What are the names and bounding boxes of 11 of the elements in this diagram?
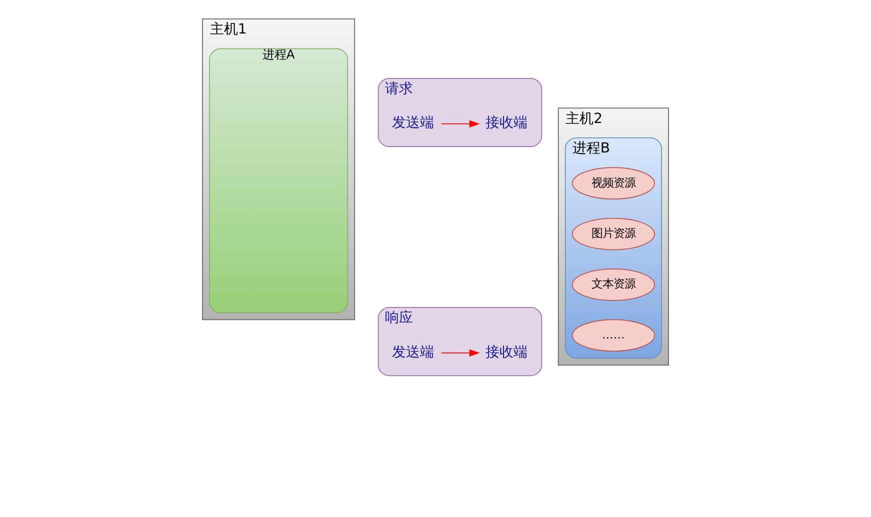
node-ellipse: 图片资源 xyxy=(572,218,655,250)
node-ellipse: 视频资源 xyxy=(572,167,655,200)
arrow xyxy=(440,349,480,357)
arrow xyxy=(440,120,480,128)
node-text: 发送端 xyxy=(392,115,434,132)
node-text: 接收端 xyxy=(486,344,528,360)
node-text: 发送端 xyxy=(392,344,434,360)
node-ellipse: 文本资源 xyxy=(572,268,655,301)
node-box: 进程A xyxy=(209,48,348,314)
node-text: 接收端 xyxy=(486,115,528,132)
node-ellipse: …… xyxy=(572,319,655,352)
